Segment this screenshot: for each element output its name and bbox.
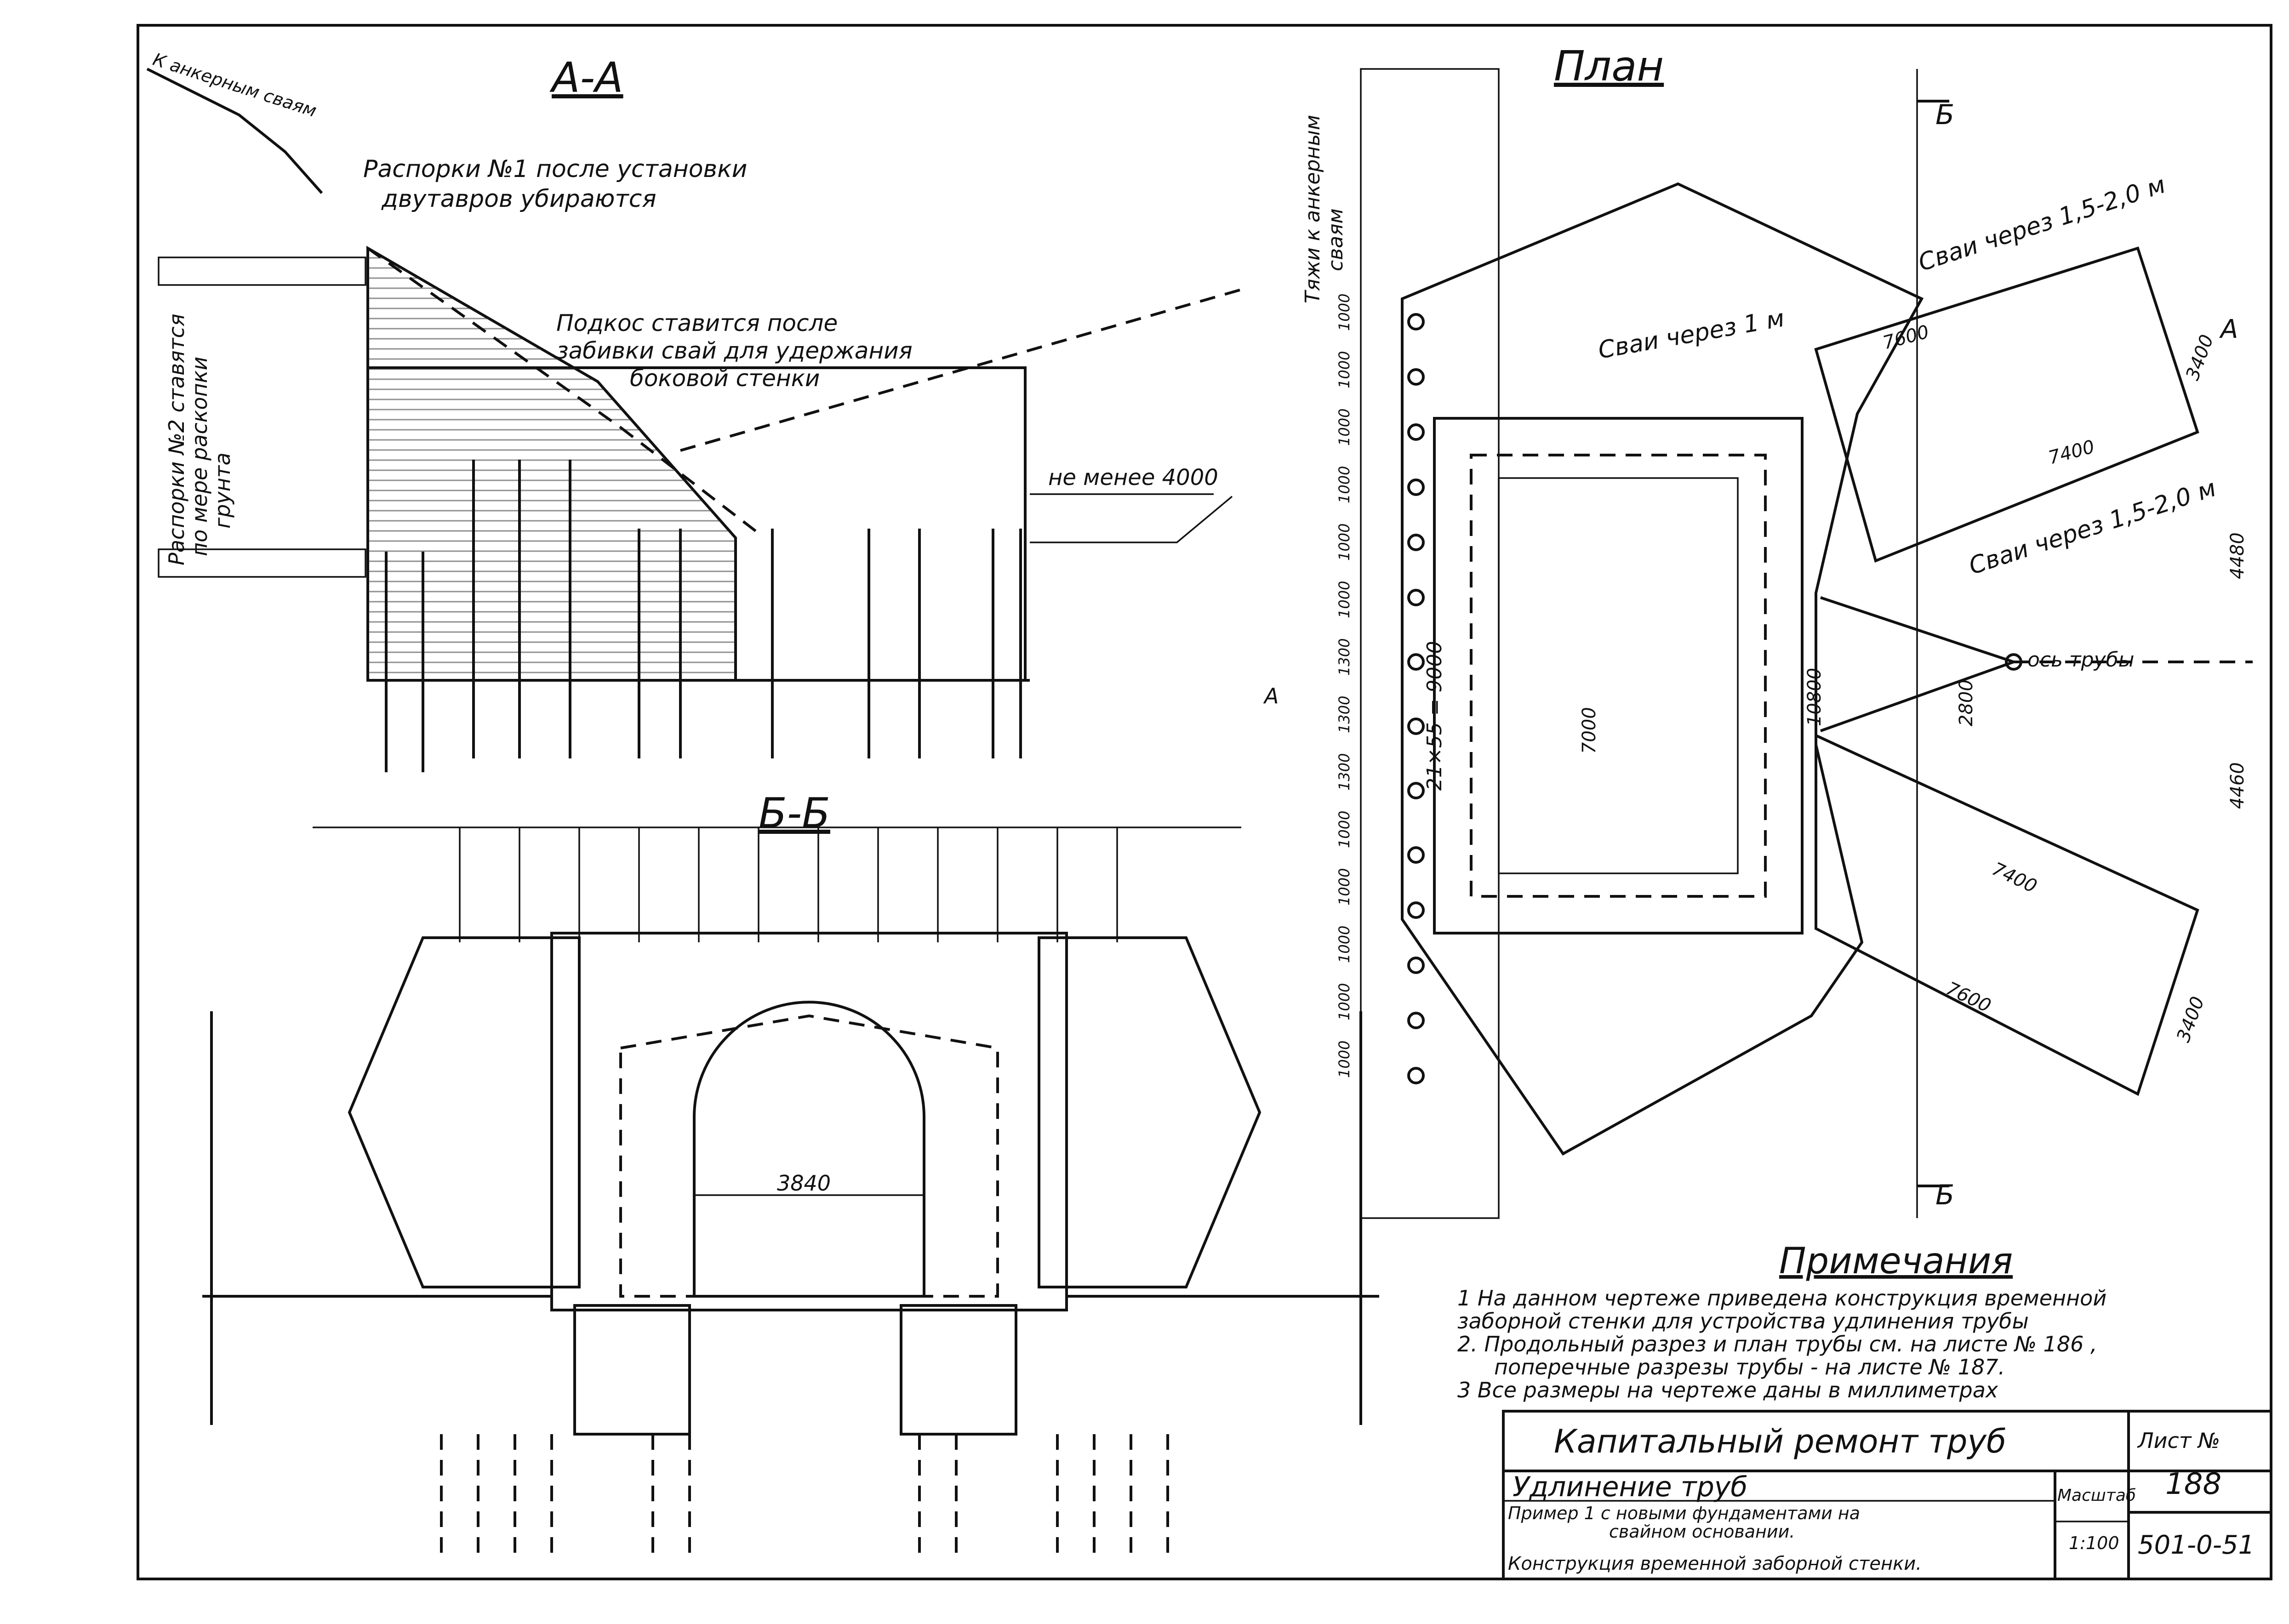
spacing-tick: 1000 xyxy=(1336,581,1353,618)
struts2-note-line1: Распорки №2 ставятся xyxy=(164,314,189,566)
cut-a-mark: А xyxy=(1263,684,1279,708)
notes: Примечания 1 На данном чертеже приведена… xyxy=(1457,1241,2106,1402)
note-line-4: поперечные разрезы трубы - на листе № 18… xyxy=(1494,1355,2005,1379)
cut-b-bottom: Б xyxy=(1935,1179,1954,1211)
title-block: Капитальный ремонт труб Удлинение труб П… xyxy=(1502,1410,2272,1580)
subtitle: Удлинение труб xyxy=(1513,1471,1747,1503)
spacing-tick: 1000 xyxy=(1336,1041,1353,1078)
spacing-tick: 1300 xyxy=(1336,753,1353,791)
spacing-tick: 1000 xyxy=(1336,926,1353,963)
cut-b-top: Б xyxy=(1935,99,1954,131)
section-bb: Б-Б 3840 xyxy=(202,789,1379,1563)
piles-top-label: Сваи через 1,5-2,0 м xyxy=(1915,171,2169,277)
min-dimension: не менее 4000 xyxy=(1048,465,1218,490)
notes-heading: Примечания xyxy=(1779,1241,2013,1282)
dim-4480: 4480 xyxy=(2227,532,2248,579)
sheet-number: 188 xyxy=(2165,1467,2221,1501)
spacing-tick: 1000 xyxy=(1336,466,1353,503)
anchor-piles-label: К анкерным сваям xyxy=(150,49,319,121)
piles-1m-label: Сваи через 1 м xyxy=(1596,305,1787,365)
dim-3400-top: 3400 xyxy=(2182,332,2218,383)
span-dimension: 3840 xyxy=(777,1171,831,1196)
cut-a-plan: А xyxy=(2219,314,2238,344)
note-line-1: 1 На данном чертеже приведена конструкци… xyxy=(1457,1286,2106,1311)
tie-label-line1: Тяжи к анкерным xyxy=(1301,115,1324,303)
sheet-frame xyxy=(137,24,2272,1580)
dim-7400-bottom: 7400 xyxy=(1989,858,2040,897)
spacing-label: 21×55 = 9000 xyxy=(1423,641,1446,791)
note-line-2: заборной стенки для устройства удлинения… xyxy=(1457,1309,2029,1333)
spacing-tick: 1000 xyxy=(1336,409,1353,446)
plan-view: План Тяжи к анкерным сваям Сваи через 1 … xyxy=(1301,42,2253,1219)
brace-note-line2: забивки свай для удержания xyxy=(556,337,913,364)
drawing-code: 501-0-51 xyxy=(2138,1530,2255,1560)
sheet-label: Лист № xyxy=(2137,1428,2220,1453)
description-line1: Пример 1 с новыми фундаментами на xyxy=(1508,1503,1860,1523)
dim-3400-bottom: 3400 xyxy=(2173,994,2209,1045)
description-line2: свайном основании. xyxy=(1609,1521,1795,1542)
tie-label-line2: сваям xyxy=(1324,208,1347,271)
section-bb-title: Б-Б xyxy=(759,789,830,838)
main-title: Капитальный ремонт труб xyxy=(1554,1423,2006,1460)
dim-10800: 10800 xyxy=(1804,668,1825,726)
spacing-tick: 1300 xyxy=(1336,696,1353,733)
note-line-3: 2. Продольный разрез и план трубы см. на… xyxy=(1457,1332,2097,1356)
spacing-tick: 1000 xyxy=(1336,983,1353,1020)
spacing-tick: 1000 xyxy=(1336,868,1353,906)
plan-dimensions: 7600 7400 3400 4480 4460 2800 10800 7000… xyxy=(1579,321,2248,1045)
spacing-tick: 1000 xyxy=(1336,294,1353,331)
scale-label: Масштаб xyxy=(2057,1486,2136,1505)
spacing-tick: 1300 xyxy=(1336,638,1353,676)
brace-note-line3: боковой стенки xyxy=(630,365,820,392)
dim-7400-top: 7400 xyxy=(2046,436,2097,469)
spacing-tick: 1000 xyxy=(1336,351,1353,388)
section-aa-title: А-А xyxy=(549,54,623,102)
struts2-note-line2: по мере раскопки xyxy=(187,357,212,556)
struts1-note-line1: Распорки №1 после установки xyxy=(363,155,747,183)
dim-7600-bottom: 7600 xyxy=(1943,978,1994,1017)
struts1-note-line2: двутавров убираются xyxy=(381,185,656,213)
note-line-5: 3 Все размеры на чертеже даны в миллимет… xyxy=(1457,1378,1998,1402)
dim-2800: 2800 xyxy=(1956,679,1977,726)
pipe-axis-label: ось трубы xyxy=(2027,648,2135,672)
spacing-tick: 1000 xyxy=(1336,524,1353,561)
plan-title: План xyxy=(1554,42,1664,91)
brace-note-line1: Подкос ставится после xyxy=(556,310,838,336)
dim-4460: 4460 xyxy=(2227,762,2248,809)
section-aa: А-А К анкерным сваям Распорки №1 после у… xyxy=(146,49,1279,772)
description-line3: Конструкция временной заборной стенки. xyxy=(1508,1553,1922,1574)
dim-7000: 7000 xyxy=(1579,707,1600,754)
struts2-note-line3: грунта xyxy=(210,452,235,529)
scale-value: 1:100 xyxy=(2069,1533,2119,1553)
spacing-tick: 1000 xyxy=(1336,811,1353,848)
piles-bottom-label: Сваи через 1,5-2,0 м xyxy=(1965,474,2219,580)
